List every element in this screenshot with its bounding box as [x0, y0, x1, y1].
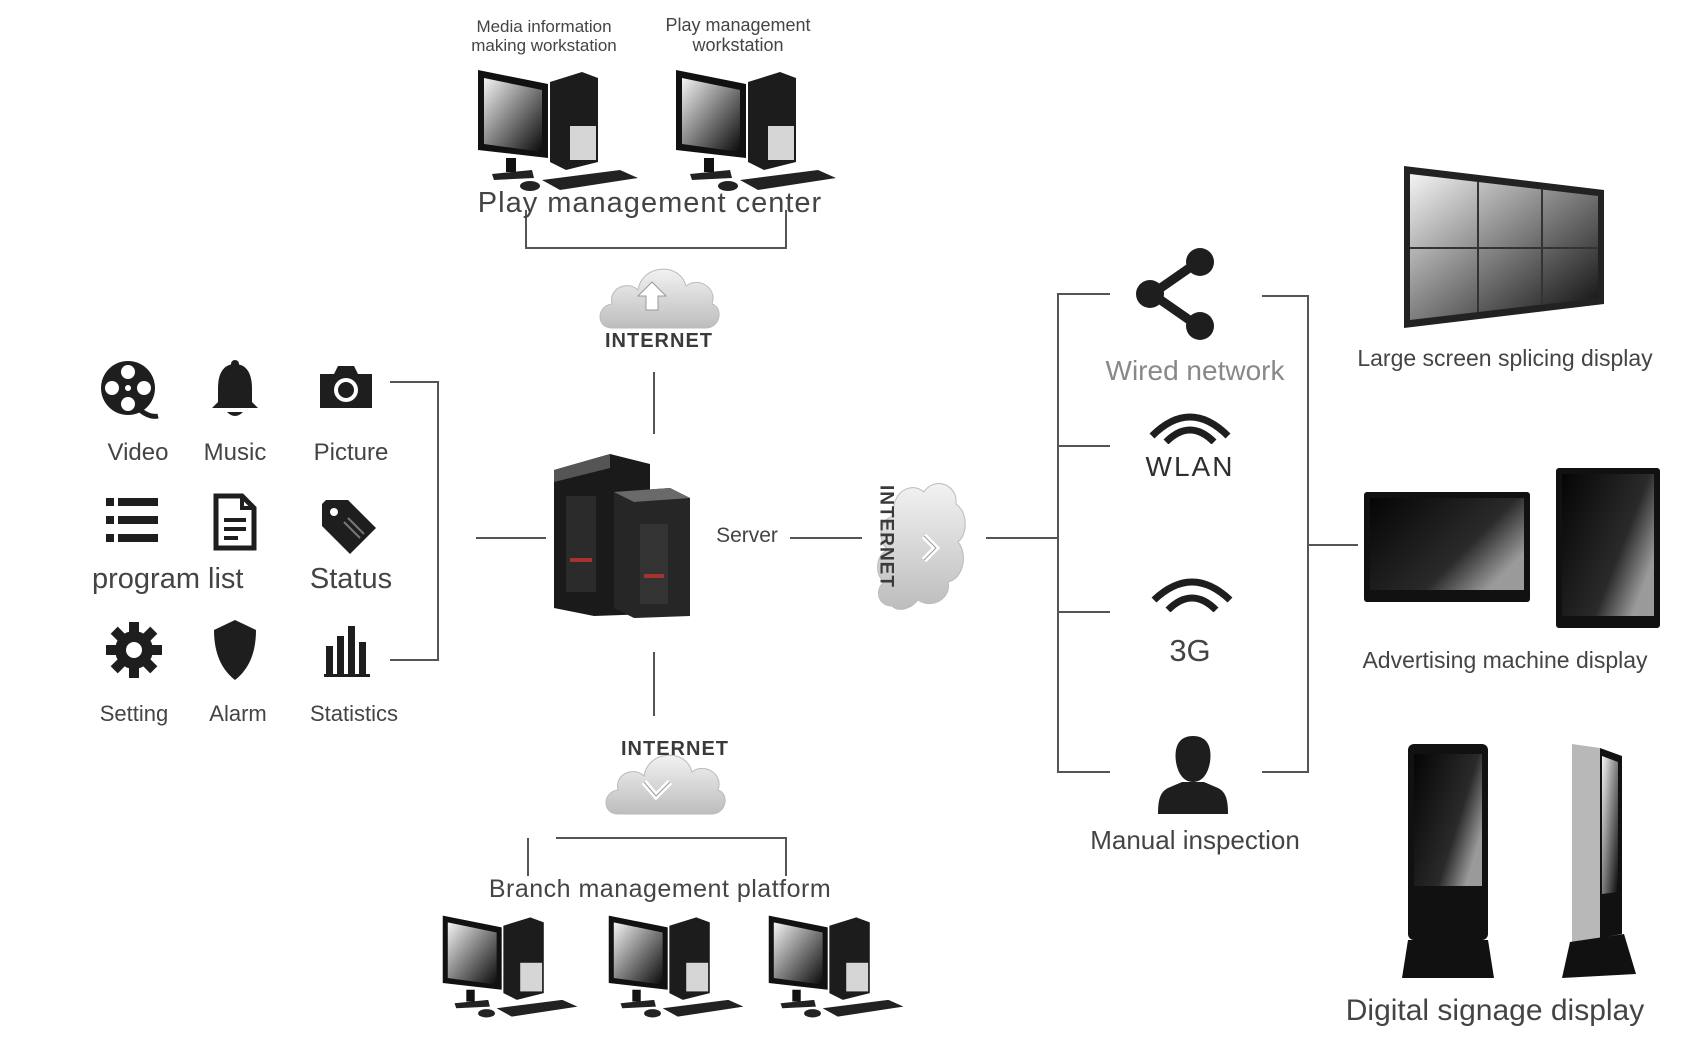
wlan-arc-icon [1149, 413, 1231, 444]
server-label: Server [716, 524, 778, 547]
digital-signage-label: Digital signage display [1345, 994, 1645, 1027]
3g-label: 3G [1169, 633, 1211, 668]
gear-icon [106, 622, 162, 678]
video-reel-icon [101, 361, 159, 419]
workstation-play-label-line1: Play management [665, 15, 811, 35]
workstation-media-label-line2: making workstation [471, 35, 617, 55]
internet-top-label: INTERNET [605, 330, 713, 352]
branch-computer-icon-3 [768, 915, 904, 1018]
advertising-machine-landscape-icon [1364, 492, 1530, 602]
alarm-label: Alarm [209, 701, 267, 726]
workstation-media-label: Media information making workstation [444, 17, 644, 55]
bell-icon [212, 360, 258, 416]
cloud-forward-icon [877, 483, 966, 610]
document-icon [213, 493, 257, 551]
wired-network-label: Wired network [1105, 355, 1285, 386]
large-screen-splicing-display-icon [1404, 166, 1604, 328]
signal-3g-icon [1151, 578, 1233, 612]
digital-signage-side-icon [1562, 744, 1636, 978]
manual-inspection-label: Manual inspection [1090, 825, 1300, 855]
advertising-machine-portrait-icon [1556, 468, 1660, 628]
camera-icon [320, 366, 372, 408]
workstation-play-label: Play management workstation [638, 15, 838, 56]
play-management-center-label: Play management center [477, 187, 823, 219]
branch-management-label: Branch management platform [488, 875, 832, 903]
person-icon [1158, 736, 1228, 814]
status-label: Status [309, 563, 393, 595]
music-label: Music [203, 439, 267, 466]
list-icon [106, 498, 158, 542]
server-icon [554, 454, 690, 618]
large-screen-splicing-label: Large screen splicing display [1357, 345, 1653, 371]
shield-icon [214, 620, 256, 680]
digital-signage-front-icon [1402, 744, 1494, 978]
tag-icon [322, 500, 376, 554]
internet-bottom-label: INTERNET [621, 738, 729, 760]
setting-label: Setting [99, 701, 169, 726]
program-list-label: program list [92, 563, 244, 595]
video-label: Video [107, 439, 169, 466]
branch-computer-icon-1 [442, 915, 578, 1018]
picture-label: Picture [313, 439, 389, 466]
branch-computer-icon-2 [608, 915, 744, 1018]
statistics-label: Statistics [309, 701, 399, 726]
wlan-label: WLAN [1145, 451, 1235, 482]
share-network-icon [1136, 248, 1214, 340]
workstation-media-label-line1: Media information [476, 17, 612, 36]
workstation-play-computer-icon [676, 70, 836, 191]
workstation-play-label-line2: workstation [692, 34, 784, 55]
workstation-media-computer-icon [478, 70, 638, 191]
internet-middle-label: INTERNET [875, 484, 897, 588]
advertising-machine-label: Advertising machine display [1362, 647, 1648, 673]
bar-chart-icon [324, 626, 370, 677]
cloud-upload-icon [599, 268, 720, 329]
cloud-download-icon [605, 754, 726, 815]
